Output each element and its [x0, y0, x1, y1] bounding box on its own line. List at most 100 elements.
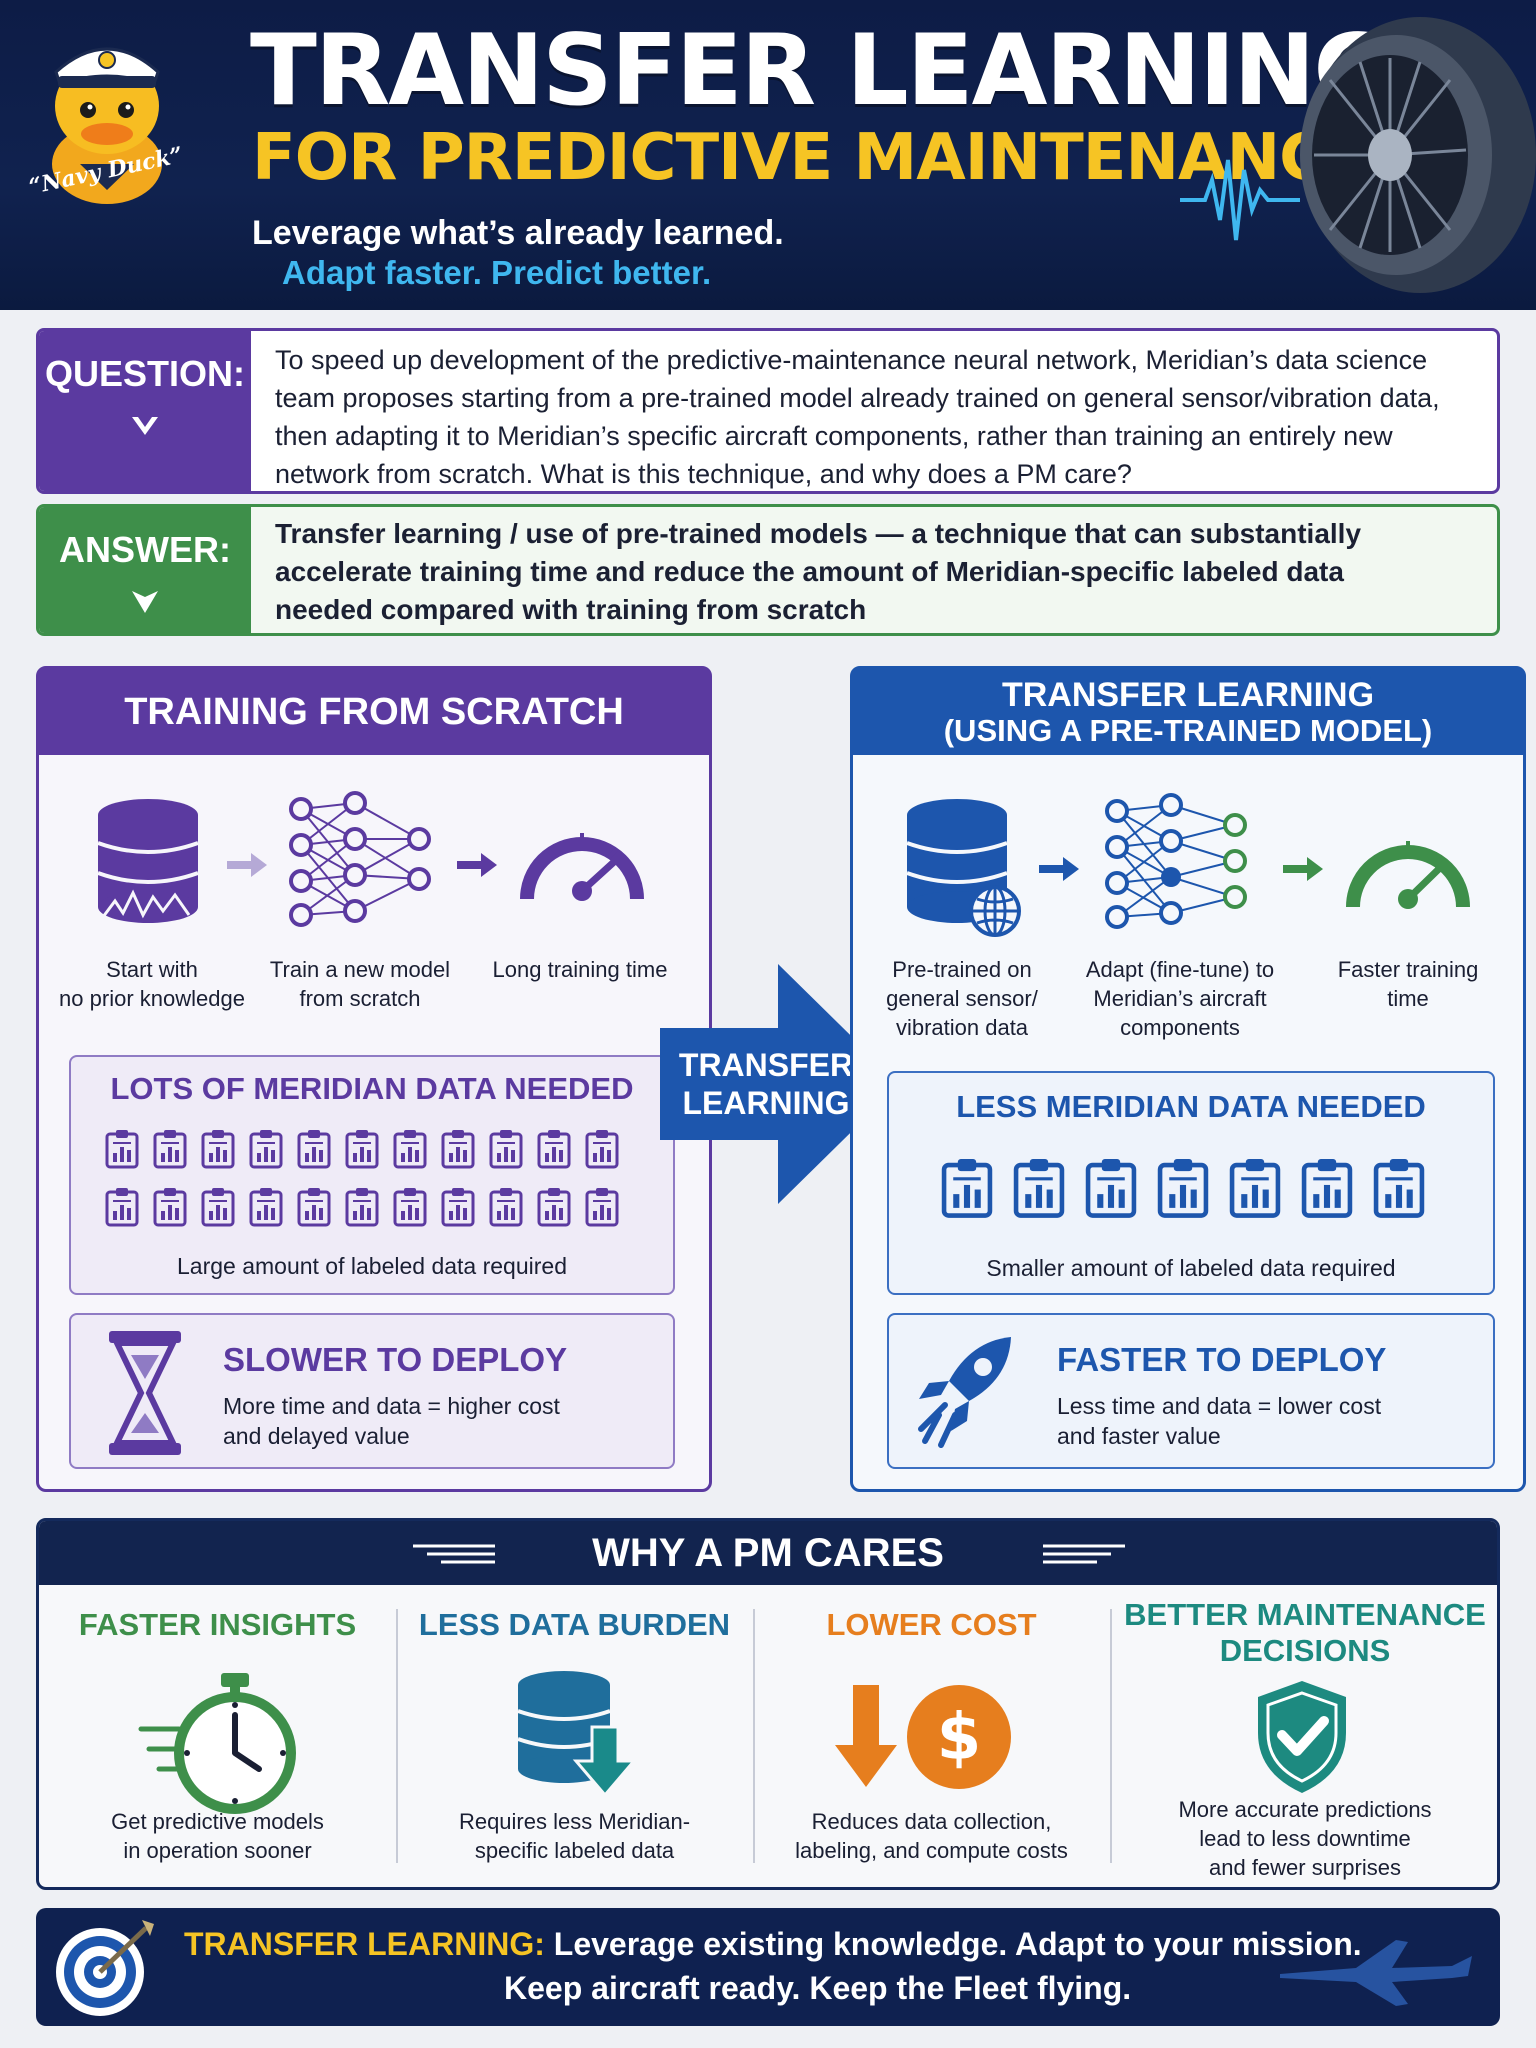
chevron-down-icon [132, 591, 158, 613]
column-title: FASTER INSIGHTS [78, 1607, 357, 1642]
clipboard-data-icon [1229, 1158, 1281, 1218]
clipboard-data-icon [585, 1188, 619, 1227]
why-title: WHY A PM CARES [39, 1521, 1497, 1585]
lower-cost-column: LOWER COST $ Reduces data collection, la… [753, 1585, 1110, 1887]
column-divider [753, 1609, 755, 1863]
header-banner: “Navy Duck” TRANSFER LEARNING FOR PREDIC… [0, 0, 1536, 310]
transfer-step-2-label: Adapt (fine-tune) to Meridian’s aircraft… [1075, 955, 1285, 1042]
label-line: Adapt (fine-tune) to [1085, 957, 1275, 982]
answer-label: ANSWER: [59, 529, 231, 570]
clipboard-data-icon [297, 1188, 331, 1227]
less-data-desc: Smaller amount of labeled data required [986, 1255, 1396, 1281]
desc-line: lead to less downtime [1199, 1826, 1411, 1851]
clipboard-data-icon [393, 1188, 427, 1227]
column-desc: Reduces data collection, labeling, and c… [753, 1807, 1110, 1865]
desc-line: and fewer surprises [1209, 1855, 1401, 1880]
answer-text: Transfer learning / use of pre-trained m… [275, 515, 1467, 629]
desc-line: and faster value [1057, 1423, 1221, 1449]
clipboard-data-icon [201, 1188, 235, 1227]
question-box: QUESTION: To speed up development of the… [36, 328, 1500, 494]
lots-of-data-box: LOTS OF MERIDIAN DATA NEEDED Large amoun… [69, 1055, 675, 1295]
column-title: BETTER MAINTENANCE DECISIONS [1110, 1597, 1497, 1669]
arrow-right-icon [227, 853, 267, 877]
column-desc: Requires less Meridian- specific labeled… [396, 1807, 753, 1865]
clipboard-data-icon [537, 1188, 571, 1227]
clipboard-data-icon [1301, 1158, 1353, 1218]
database-globe-icon [906, 799, 1021, 937]
faster-deploy-title: FASTER TO DEPLOY [1057, 1341, 1387, 1378]
rocket-icon [918, 1337, 1011, 1448]
question-line: network from scratch. What is this techn… [275, 459, 1132, 489]
speedometer-slow-icon [520, 833, 644, 901]
answer-box: ANSWER: Transfer learning / use of pre-t… [36, 504, 1500, 636]
chevron-down-icon [132, 417, 158, 435]
faster-deploy-desc: Less time and data = lower cost and fast… [1057, 1391, 1381, 1451]
speed-lines-icon [1043, 1544, 1125, 1564]
clipboard-data-icon [585, 1130, 619, 1169]
database-down-icon [517, 1671, 638, 1798]
desc-line: More time and data = higher cost [223, 1393, 560, 1419]
clipboard-data-icon [537, 1130, 571, 1169]
clipboard-data-icon [393, 1130, 427, 1169]
faster-insights-column: FASTER INSIGHTS Get predictive models in… [39, 1585, 396, 1887]
page-title: TRANSFER LEARNING [250, 14, 1394, 128]
column-divider [1110, 1609, 1112, 1863]
column-desc: Get predictive models in operation soone… [39, 1807, 396, 1865]
label-line: Train a new model [269, 957, 451, 982]
clipboard-data-icon [489, 1188, 523, 1227]
footer-banner: TRANSFER LEARNING: Leverage existing kno… [36, 1908, 1500, 2026]
footer-text: Leverage existing knowledge. Adapt to yo… [553, 1926, 1362, 1962]
clipboard-data-icon [441, 1130, 475, 1169]
clipboard-data-icon [941, 1158, 993, 1218]
arrow-right-icon [457, 853, 497, 877]
footer-line-2: Keep aircraft ready. Keep the Fleet flyi… [504, 1970, 1132, 2006]
scratch-step-2-label: Train a new model from scratch [255, 955, 465, 1013]
less-data-burden-column: LESS DATA BURDEN Requires less Meridian-… [396, 1585, 753, 1887]
less-data-box: LESS MERIDIAN DATA NEEDED Smaller amount… [887, 1071, 1495, 1295]
title-line: (USING A PRE-TRAINED MODEL) [943, 713, 1433, 748]
dollar-down-icon: $ [835, 1685, 1011, 1789]
hourglass-icon [109, 1331, 181, 1455]
target-bullseye-icon [56, 1920, 154, 2016]
speedometer-fast-icon [1346, 841, 1470, 909]
clipboard-data-icon [249, 1188, 283, 1227]
desc-line: More accurate predictions [1178, 1797, 1432, 1822]
label-line: no prior knowledge [59, 986, 245, 1011]
jet-engine-turbine-icon [1180, 17, 1536, 293]
label-line: vibration data [895, 1015, 1029, 1040]
label-line: Start with [106, 957, 198, 982]
scratch-step-1-label: Start with no prior knowledge [47, 955, 257, 1013]
clipboard-data-icon [345, 1188, 379, 1227]
column-title: LOWER COST [826, 1607, 1037, 1642]
slower-deploy-box: SLOWER TO DEPLOY More time and data = hi… [69, 1313, 675, 1469]
clipboard-data-icon [1157, 1158, 1209, 1218]
tagline-primary: Leverage what’s already learned. [252, 214, 784, 252]
lots-of-data-title: LOTS OF MERIDIAN DATA NEEDED [110, 1071, 634, 1106]
clipboard-data-icon [1373, 1158, 1425, 1218]
lots-of-data-desc: Large amount of labeled data required [176, 1253, 567, 1279]
question-text: To speed up development of the predictiv… [275, 341, 1467, 491]
clipboard-data-icon [153, 1130, 187, 1169]
label-line: Long training time [492, 957, 668, 982]
column-title: LESS DATA BURDEN [418, 1607, 731, 1642]
clipboard-data-icon [105, 1188, 139, 1227]
title-line: DECISIONS [1219, 1633, 1391, 1668]
desc-line: Less time and data = lower cost [1057, 1393, 1382, 1419]
label-line: from scratch [299, 986, 421, 1011]
answer-line: accelerate training time and reduce the … [275, 556, 1344, 587]
desc-line: in operation sooner [123, 1838, 312, 1863]
question-label-panel: QUESTION: [39, 331, 251, 491]
label-line: Meridian’s aircraft [1093, 986, 1267, 1011]
slower-deploy-desc: More time and data = higher cost and del… [223, 1391, 560, 1451]
arrow-right-icon [1283, 857, 1323, 881]
question-line: then adapting it to Meridian’s specific … [275, 421, 1393, 451]
label-line: general sensor/ [886, 986, 1038, 1011]
fighter-jet-icon [1280, 1940, 1472, 2006]
answer-line: needed compared with training from scrat… [275, 594, 867, 625]
clipboard-data-icon [153, 1188, 187, 1227]
clipboard-data-icon [441, 1188, 475, 1227]
neural-network-icon [289, 791, 431, 927]
scratch-step-3-label: Long training time [475, 955, 685, 984]
answer-line: Transfer learning / use of pre-trained m… [275, 518, 1362, 549]
transfer-arrow-label: TRANSFER LEARNING [666, 1046, 866, 1122]
